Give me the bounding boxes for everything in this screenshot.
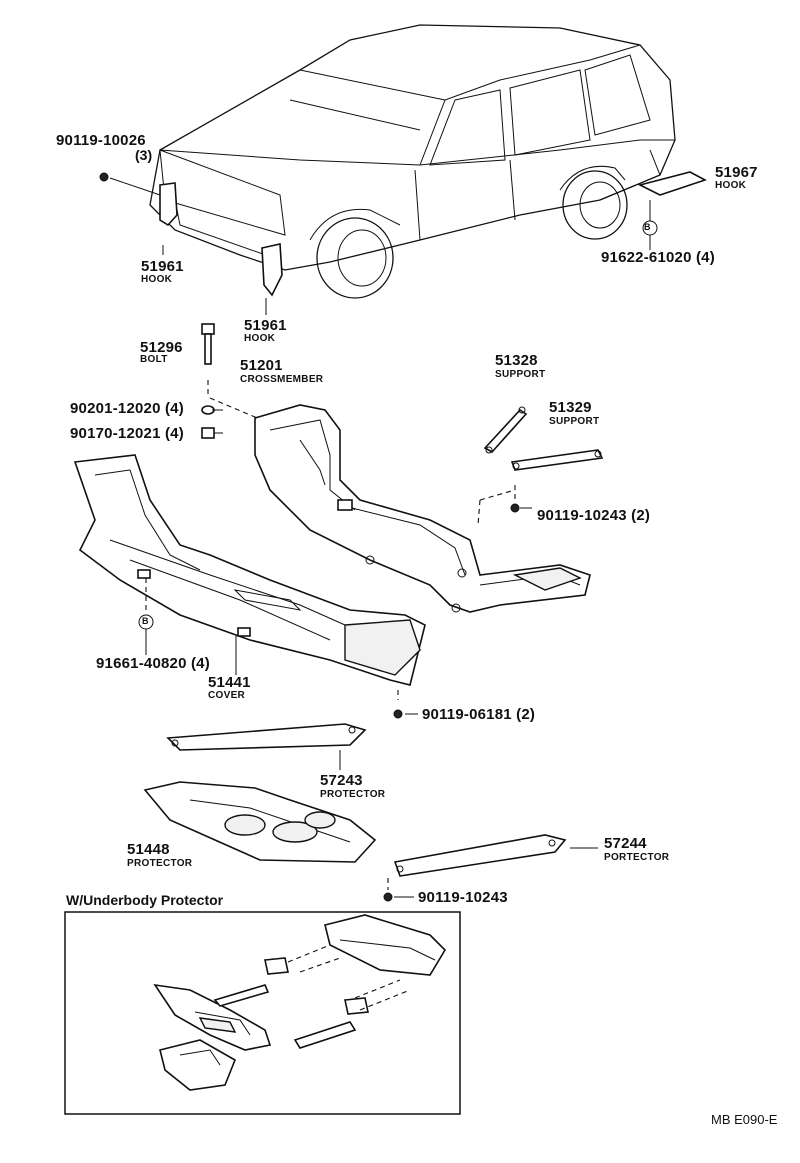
- part-name-hook: HOOK: [141, 274, 173, 285]
- protector-51448-illustration: [143, 781, 377, 863]
- part-number-51328: 51328: [495, 352, 538, 369]
- part-number-90119-06181: 90119-06181 (2): [422, 706, 536, 723]
- part-number-51448: 51448: [127, 841, 170, 858]
- inset-frame: [64, 911, 461, 1115]
- part-number-90119-10243: 90119-10243: [418, 889, 508, 906]
- part-name-hook: HOOK: [715, 180, 747, 191]
- part-number-51961: 51961: [244, 317, 287, 334]
- section-title: W/Underbody Protector: [66, 892, 224, 908]
- part-number-91661-40820: 91661-40820 (4): [96, 655, 210, 672]
- callout-b-marker: B: [644, 222, 651, 232]
- part-name-crossmember: CROSSMEMBER: [240, 374, 324, 385]
- part-number-51201: 51201: [240, 357, 283, 374]
- callout-b-marker: B: [142, 616, 149, 626]
- cover-51441-illustration: [73, 454, 426, 686]
- part-number-51441: 51441: [208, 674, 251, 691]
- crossmember-51201-illustration: [254, 404, 591, 613]
- support-51328-illustration: [483, 406, 528, 454]
- part-number-57243: 57243: [320, 772, 363, 789]
- part-name-bolt: BOLT: [140, 354, 168, 365]
- inset-illustration: [153, 914, 447, 1091]
- protector-57243-illustration: [166, 723, 367, 770]
- part-name-portector: PORTECTOR: [604, 852, 670, 863]
- bolt-51296-illustration: [201, 323, 263, 439]
- quantity-label: (3): [135, 147, 153, 163]
- diagram-code: MB E090-E: [711, 1112, 778, 1127]
- support-51329-illustration: [510, 449, 604, 471]
- part-number-91622-61020: 91622-61020 (4): [601, 249, 715, 266]
- part-name-protector: PROTECTOR: [320, 789, 386, 800]
- part-name-protector: PROTECTOR: [127, 858, 193, 869]
- part-number-57244: 57244: [604, 835, 647, 852]
- part-name-cover: COVER: [208, 690, 246, 701]
- protector-57244-illustration: [393, 834, 598, 877]
- part-number-51967: 51967: [715, 164, 758, 181]
- part-number-90201-12020: 90201-12020 (4): [70, 400, 184, 417]
- part-name-support: SUPPORT: [549, 416, 600, 427]
- part-number-51961: 51961: [141, 258, 184, 275]
- part-name-hook: HOOK: [244, 333, 276, 344]
- part-name-support: SUPPORT: [495, 369, 546, 380]
- part-number-90119-10243: 90119-10243 (2): [537, 507, 651, 524]
- part-number-51296: 51296: [140, 339, 183, 356]
- part-number-51329: 51329: [549, 399, 592, 416]
- part-number-90170-12021: 90170-12021 (4): [70, 425, 184, 442]
- vehicle-illustration: [99, 24, 708, 315]
- part-number-90119-10026: 90119-10026: [56, 132, 146, 149]
